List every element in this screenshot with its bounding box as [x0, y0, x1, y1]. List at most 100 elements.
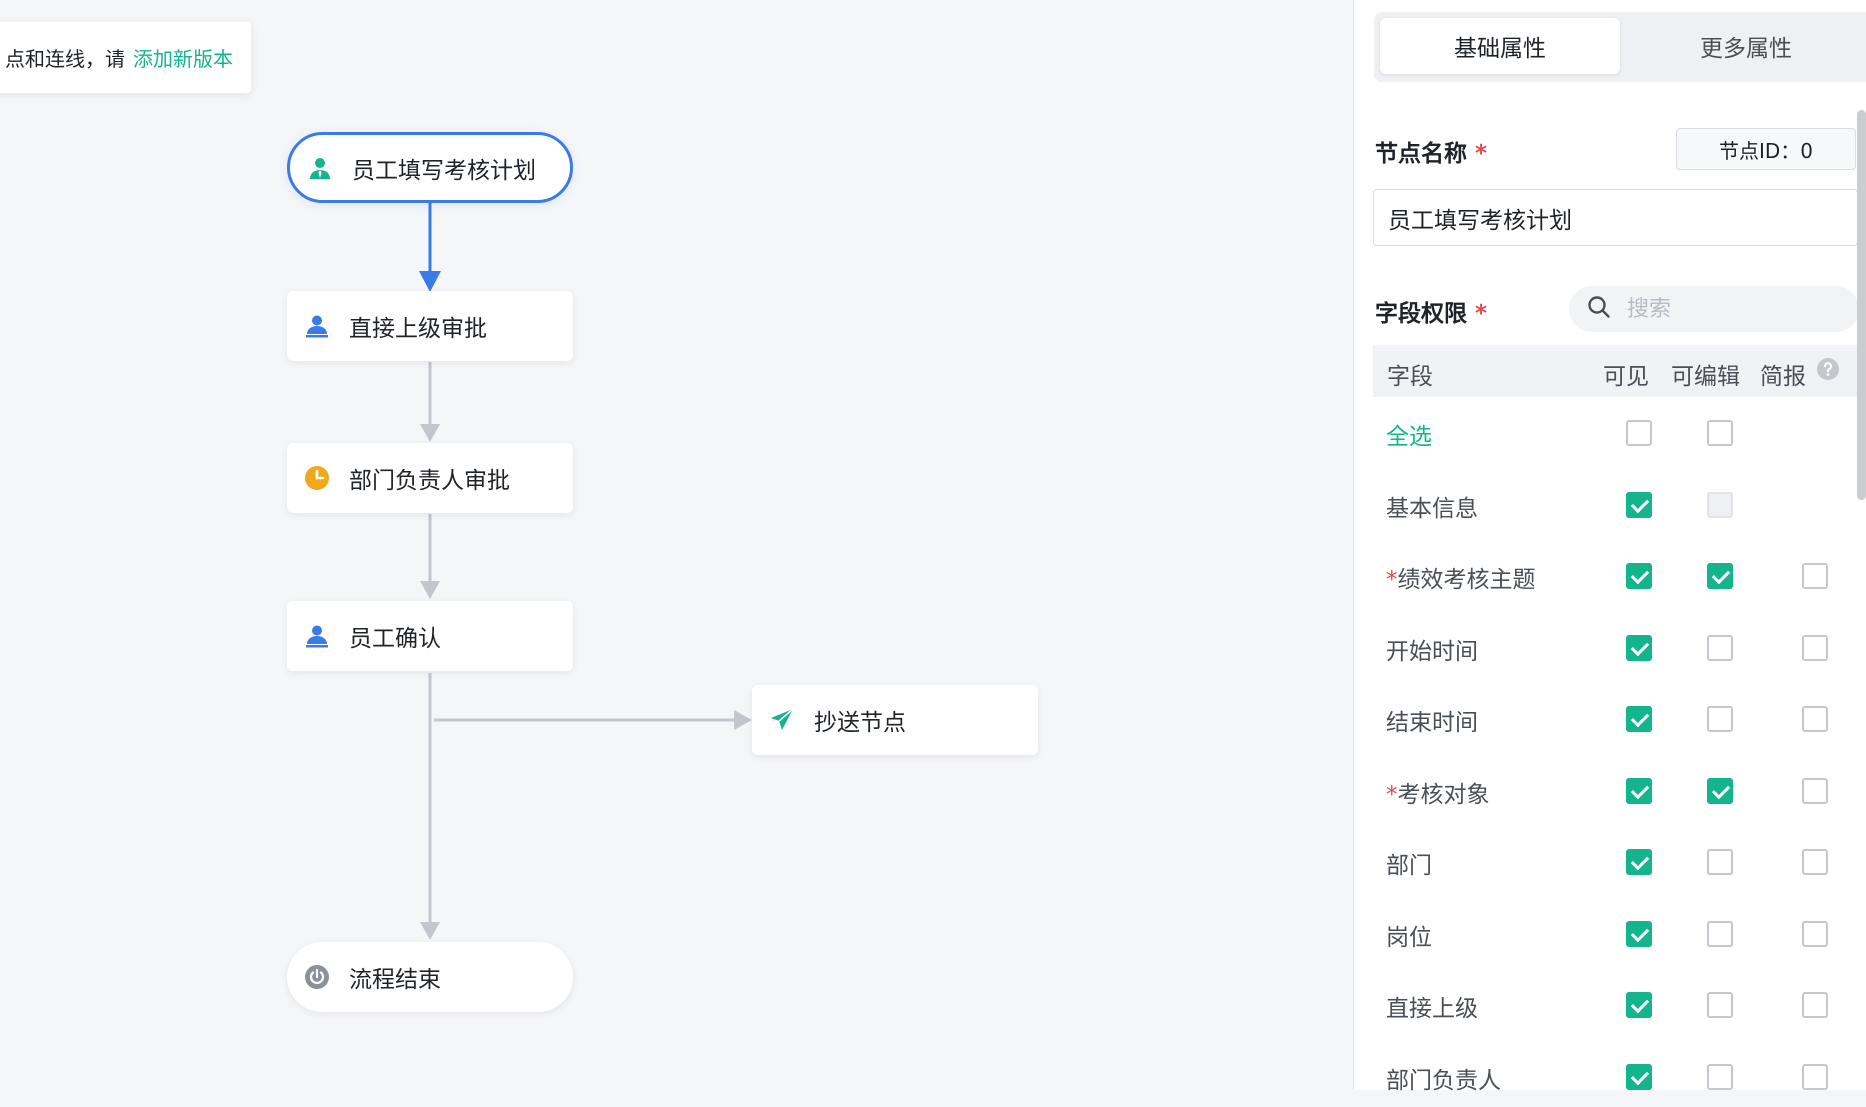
col-editable: 可编辑 — [1671, 364, 1740, 390]
panel-scrollbar[interactable] — [1857, 110, 1866, 500]
permission-row: 结束时间 — [1373, 689, 1859, 749]
field-name: 部门负责人 — [1386, 1061, 1501, 1095]
brief-checkbox[interactable] — [1802, 1063, 1828, 1090]
field-name-text: 结束时间 — [1386, 710, 1478, 736]
editable-checkbox — [1707, 491, 1733, 518]
node-label: 部门负责人审批 — [349, 468, 510, 494]
visible-checkbox[interactable] — [1626, 706, 1652, 732]
flow-canvas[interactable]: 点和连线，请 添加新版本 员工填写考核计划 直接上级审批 部门负责人审批 员工确… — [0, 0, 1353, 1090]
tab-basic-properties[interactable]: 基础属性 — [1380, 18, 1620, 74]
editable-checkbox[interactable] — [1707, 634, 1733, 661]
node-cc[interactable]: 抄送节点 — [752, 685, 1038, 755]
visible-checkbox[interactable] — [1626, 777, 1652, 804]
flow-connectors — [419, 201, 752, 940]
node-employee-confirm[interactable]: 员工确认 — [287, 601, 573, 671]
node-start[interactable]: 员工填写考核计划 — [287, 132, 573, 203]
brief-checkbox[interactable] — [1802, 992, 1828, 1018]
node-label: 直接上级审批 — [349, 316, 487, 342]
field-name: 基本信息 — [1386, 489, 1478, 523]
field-name: *考核对象 — [1386, 775, 1490, 809]
visible-checkbox[interactable] — [1626, 491, 1652, 518]
field-permission-label-text: 字段权限 — [1375, 301, 1467, 327]
col-visible: 可见 — [1603, 364, 1649, 390]
field-name-text: 开始时间 — [1386, 638, 1478, 665]
version-tooltip: 点和连线，请 添加新版本 — [0, 22, 251, 93]
node-label: 流程结束 — [349, 967, 441, 993]
editable-checkbox[interactable] — [1707, 1063, 1733, 1090]
arrow-depthead-confirm — [420, 581, 440, 599]
tooltip-text: 点和连线，请 — [5, 47, 125, 71]
permission-row: 部门 — [1373, 832, 1859, 892]
editable-checkbox[interactable] — [1707, 563, 1733, 589]
node-supervisor-approval[interactable]: 直接上级审批 — [287, 291, 573, 361]
arrow-start-supervisor — [419, 271, 441, 292]
visible-checkbox[interactable] — [1626, 920, 1652, 947]
permission-row: 全选 — [1373, 403, 1859, 463]
field-name-text: 岗位 — [1386, 924, 1432, 951]
add-version-link[interactable]: 添加新版本 — [133, 47, 233, 71]
editable-checkbox[interactable] — [1707, 920, 1733, 947]
field-name: *绩效考核主题 — [1386, 560, 1536, 594]
permission-row: *绩效考核主题 — [1373, 546, 1859, 606]
field-name: 结束时间 — [1386, 703, 1478, 737]
field-name: 直接上级 — [1386, 989, 1478, 1023]
node-label: 员工填写考核计划 — [352, 157, 536, 184]
field-name: 开始时间 — [1386, 632, 1478, 666]
brief-checkbox[interactable] — [1802, 777, 1828, 804]
brief-checkbox[interactable] — [1802, 920, 1828, 947]
col-brief: 简报 — [1760, 364, 1806, 390]
permission-row: 部门负责人 — [1373, 1047, 1859, 1107]
node-label: 员工确认 — [349, 626, 441, 652]
select-all-link[interactable]: 全选 — [1386, 417, 1432, 451]
property-tabs: 基础属性 更多属性 — [1374, 12, 1866, 82]
required-mark: * — [1475, 141, 1488, 167]
search-input[interactable] — [1625, 295, 1829, 323]
field-search[interactable] — [1569, 286, 1859, 332]
node-name-label: 节点名称 * — [1375, 134, 1487, 168]
brief-checkbox[interactable] — [1802, 706, 1828, 732]
field-name-text: 基本信息 — [1386, 495, 1478, 522]
search-icon — [1587, 295, 1611, 323]
node-name-label-text: 节点名称 — [1375, 141, 1467, 167]
field-name-text: 部门负责人 — [1386, 1067, 1501, 1094]
permission-row: 直接上级 — [1373, 975, 1859, 1035]
tab-more-properties[interactable]: 更多属性 — [1700, 36, 1792, 62]
help-icon[interactable] — [1816, 357, 1840, 387]
editable-checkbox[interactable] — [1707, 777, 1733, 804]
field-name-text: 部门 — [1386, 853, 1432, 879]
permission-row: *考核对象 — [1373, 761, 1859, 821]
visible-checkbox[interactable] — [1626, 420, 1652, 446]
col-field: 字段 — [1387, 364, 1433, 390]
editable-checkbox[interactable] — [1707, 849, 1733, 875]
brief-checkbox[interactable] — [1802, 563, 1828, 589]
required-mark: * — [1386, 781, 1398, 808]
clock-icon — [303, 464, 331, 492]
permission-table-header: 字段 可见 可编辑 简报 — [1373, 345, 1859, 397]
field-name: 岗位 — [1386, 918, 1432, 952]
required-mark: * — [1386, 567, 1398, 593]
arrow-confirm-end — [420, 922, 440, 940]
brief-checkbox[interactable] — [1802, 849, 1828, 875]
approver-icon — [303, 312, 331, 340]
visible-checkbox[interactable] — [1626, 1063, 1652, 1090]
user-icon — [306, 154, 334, 182]
node-name-input[interactable] — [1373, 189, 1858, 246]
visible-checkbox[interactable] — [1626, 563, 1652, 589]
visible-checkbox[interactable] — [1626, 992, 1652, 1018]
power-icon — [303, 963, 331, 991]
visible-checkbox[interactable] — [1626, 634, 1652, 661]
visible-checkbox[interactable] — [1626, 849, 1652, 875]
editable-checkbox[interactable] — [1707, 706, 1733, 732]
editable-checkbox[interactable] — [1707, 992, 1733, 1018]
field-name-text: 考核对象 — [1397, 781, 1490, 808]
permission-row: 基本信息 — [1373, 475, 1859, 535]
node-id-badge: 节点ID：0 — [1676, 128, 1856, 170]
required-mark: * — [1475, 301, 1488, 327]
field-name-text: 直接上级 — [1386, 996, 1478, 1022]
node-dept-head-approval[interactable]: 部门负责人审批 — [287, 443, 573, 513]
node-end[interactable]: 流程结束 — [287, 942, 573, 1012]
editable-checkbox[interactable] — [1707, 420, 1733, 446]
field-name: 部门 — [1386, 846, 1432, 880]
send-icon — [768, 706, 796, 734]
brief-checkbox[interactable] — [1802, 634, 1828, 661]
